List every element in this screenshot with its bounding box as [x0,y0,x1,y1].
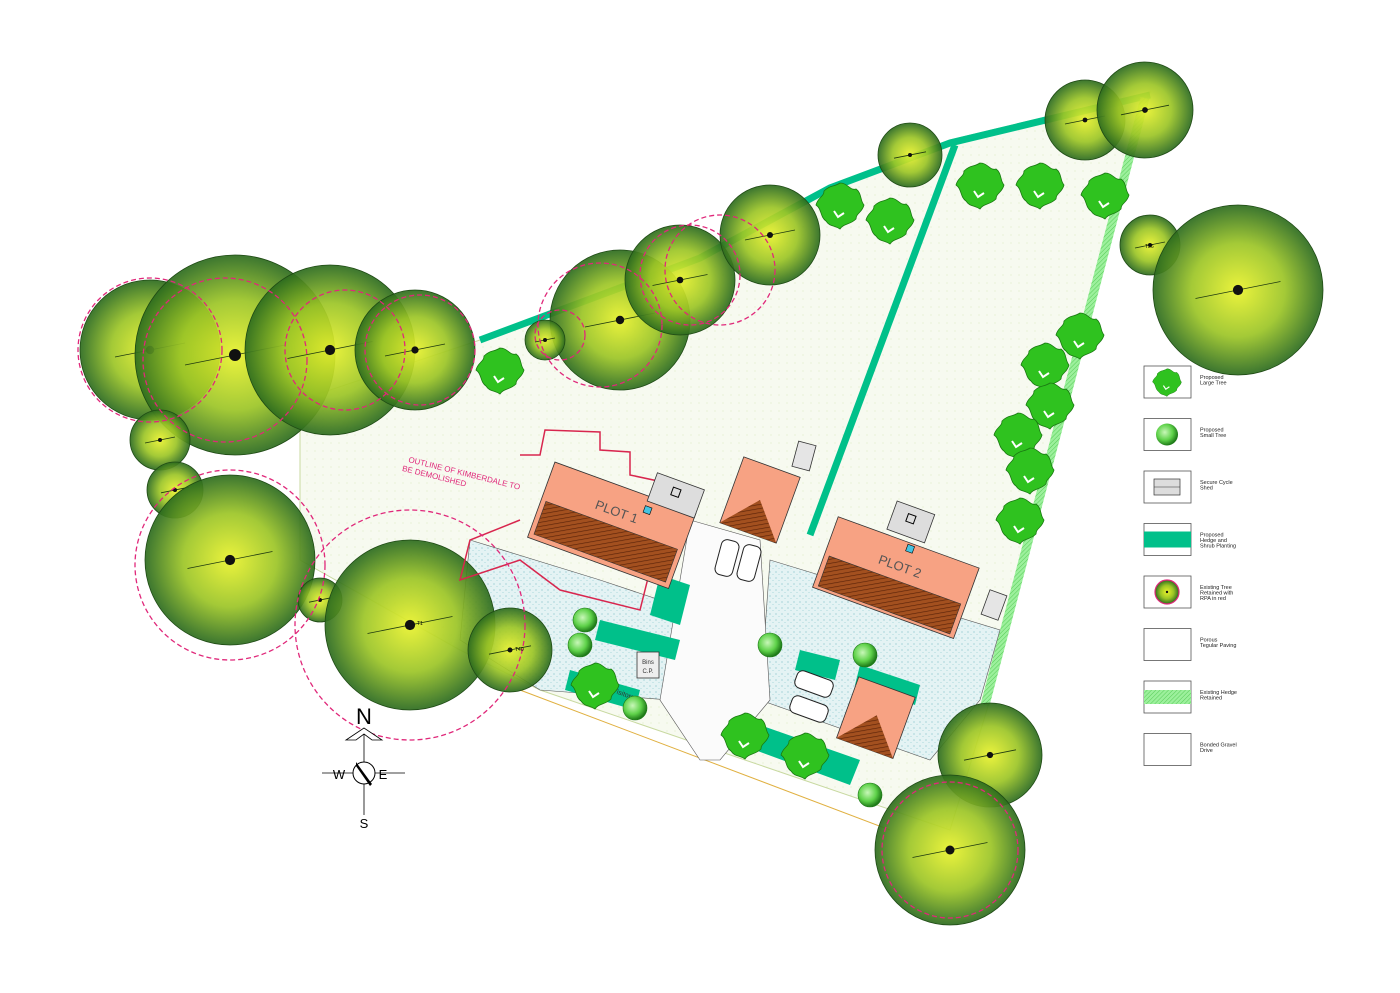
proposed-small-tree [622,695,648,721]
proposed-small-tree [567,632,593,658]
tree-tag-t40: T40 [515,647,524,653]
legend-label: Drive [1200,748,1213,754]
plot1-house: PLOT 1 [527,461,705,590]
existing-tree [324,539,496,711]
existing-tree [354,289,476,411]
existing-hedge-icon [1144,690,1191,704]
proposed-small-tree [857,782,883,808]
proposed-hedge-divider [806,143,959,537]
compass-north: N [356,704,372,729]
rpa-circle [881,781,1019,919]
rpa-circle [364,294,476,406]
legend-label: Tegular Paving [1200,643,1236,649]
rpa-circle [534,309,586,361]
rpa-circle [294,509,526,741]
rpa-circle [284,289,406,411]
legend-swatch [1143,628,1192,661]
existing-tree [1152,204,1324,376]
bins-store: Bins C.P. [636,651,660,679]
legend-label: Shed [1200,486,1213,492]
rpa-circle [77,277,223,423]
legend-label: Large Tree [1200,381,1227,387]
compass-east: E [379,767,388,782]
legend-label: Proposed [1200,428,1224,434]
existing-tree [877,122,943,188]
legend-label: Secure Cycle [1200,480,1233,486]
rpa-circle [537,262,663,388]
proposed-small-tree-icon [1156,423,1178,446]
rpa-circle [142,277,308,443]
garage-roof-2 [836,676,916,759]
svg-text:C.P.: C.P. [643,669,654,675]
legend-swatch [1143,733,1192,766]
existing-tree [1096,61,1194,159]
legend-label: Small Tree [1200,433,1226,439]
plot2-house: PLOT 2 [812,500,980,640]
rpa-circle [134,469,326,661]
legend-label: Porous [1200,638,1218,644]
existing-trees [79,61,1324,926]
tree-tag-t36: T36 [1145,244,1154,250]
existing-tree [624,224,736,336]
legend-label: Hedge and [1200,538,1227,544]
legend-label: Shrub Planting [1200,544,1236,550]
rpa-circle [639,224,741,326]
north-compass: N W E S [322,704,405,831]
compass-west: W [333,767,346,782]
legend-label: Proposed [1200,533,1224,539]
legend-label: Proposed [1200,375,1224,381]
existing-tree [467,607,553,693]
rpa-circles [77,214,1019,919]
legend-label: Existing Hedge [1200,690,1237,696]
existing-tree [719,184,821,286]
hedge-icon [1144,531,1191,548]
existing-tree [129,409,191,471]
proposed-small-tree [572,607,598,633]
legend-label: Existing Tree [1200,585,1232,591]
legend-label: Bonded Gravel [1200,743,1237,749]
svg-text:Bins: Bins [642,660,654,666]
existing-tree [874,774,1026,926]
compass-south: S [360,816,369,831]
garage-roof [719,456,801,544]
existing-tree [144,474,316,646]
rpa-circle [664,214,776,326]
proposed-small-tree [852,642,878,668]
legend-label: Retained [1200,696,1222,702]
legend-label: Retained with [1200,591,1233,597]
proposed-trees [475,162,1130,808]
tree-tag-t1: T1 [417,621,423,627]
cycle-sheds [791,440,1008,621]
legend-label: RPA in red [1200,596,1226,602]
proposed-small-tree [757,632,783,658]
parked-cars [714,539,834,723]
